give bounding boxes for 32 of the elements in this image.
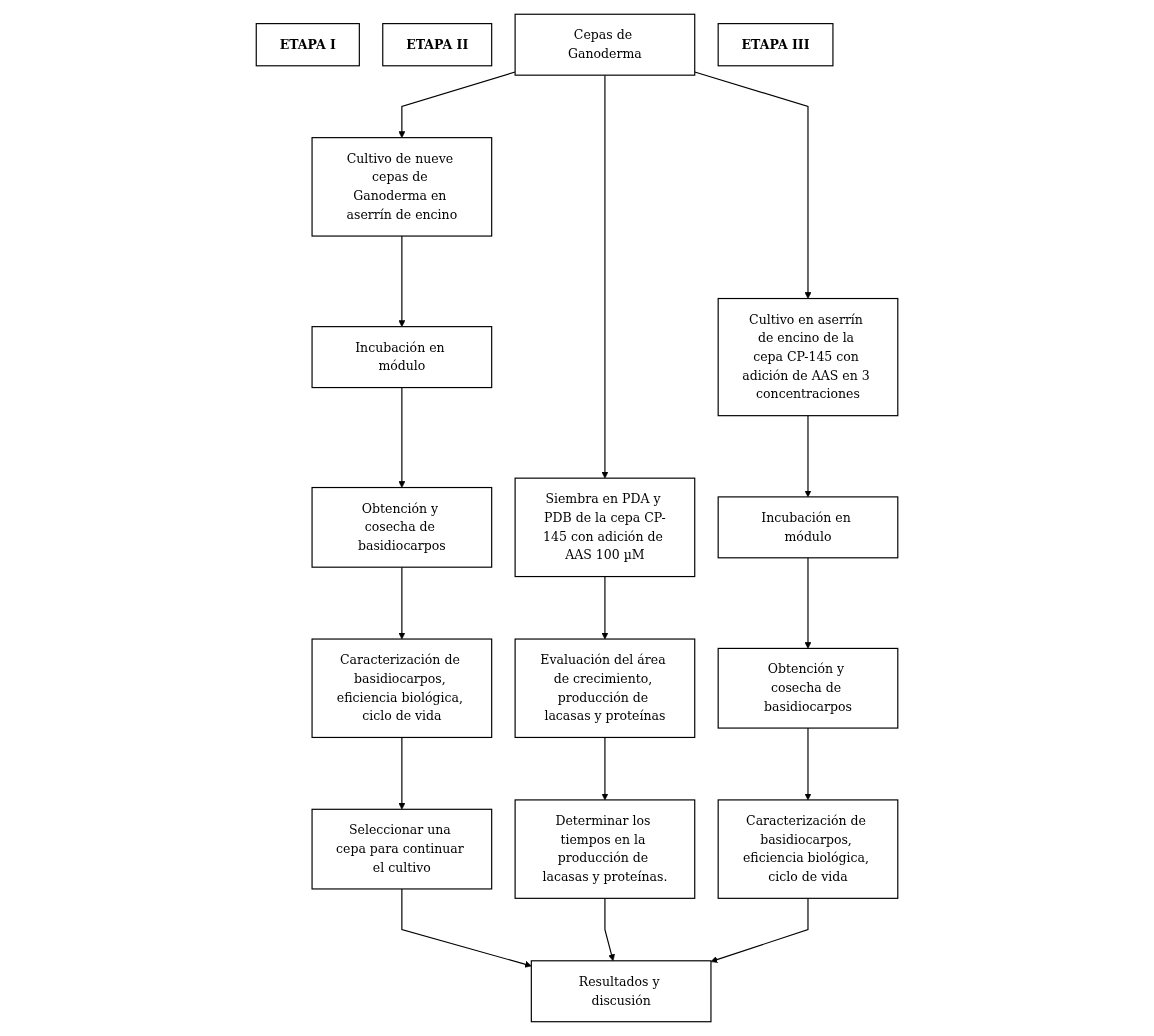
arrow: [401, 888, 532, 968]
arrow: [601, 576, 609, 640]
node-box: Incubación en módulo: [311, 326, 493, 389]
node-box: Seleccionar una cepa para continuar el cultivo: [311, 808, 493, 890]
node-box: Resultados y discusión: [530, 960, 712, 1023]
node-box: Obtención y cosecha de basidiocarpos: [717, 647, 899, 729]
node-box: Caracterización de basidiocarpos, eficiencia biológica, ciclo de vida: [311, 638, 493, 739]
node-box: Caracterización de basidiocarpos, eficiencia biológica, ciclo de vida: [717, 799, 899, 899]
arrow: [804, 557, 812, 649]
arrow: [601, 736, 609, 801]
node-box: Obtención y cosecha de basidiocarpos: [311, 486, 493, 568]
arrow: [398, 235, 406, 327]
arrow: [398, 71, 516, 138]
arrow: [710, 897, 809, 963]
arrow: [604, 897, 615, 962]
node-box: ETAPA II: [382, 23, 493, 67]
arrow: [694, 71, 812, 299]
arrow: [804, 727, 812, 801]
arrow: [804, 415, 812, 498]
node-box: Determinar los tiempos en la producción de lacasas y proteínas.: [514, 799, 696, 899]
node-box: Cultivo en aserrín de encino de la cepa CP-145 con adición de AAS en 3 concentraciones: [717, 297, 899, 417]
arrow: [398, 736, 406, 810]
node-box: ETAPA III: [717, 23, 834, 67]
node-box: Siembra en PDA y PDB de la cepa CP-145 con adición de AAS 100 µM: [514, 477, 696, 578]
node-box: Evaluación del área de crecimiento, producción de lacasas y proteínas: [514, 638, 696, 739]
arrow: [398, 566, 406, 640]
node-box: Cultivo de nueve cepas de Ganoderma en aserrín de encino: [311, 137, 493, 237]
node-box: Incubación en módulo: [717, 496, 899, 559]
node-box: ETAPA I: [255, 23, 360, 67]
arrow: [398, 387, 406, 488]
arrow: [601, 74, 609, 479]
node-box: Cepas de Ganoderma: [514, 13, 696, 76]
